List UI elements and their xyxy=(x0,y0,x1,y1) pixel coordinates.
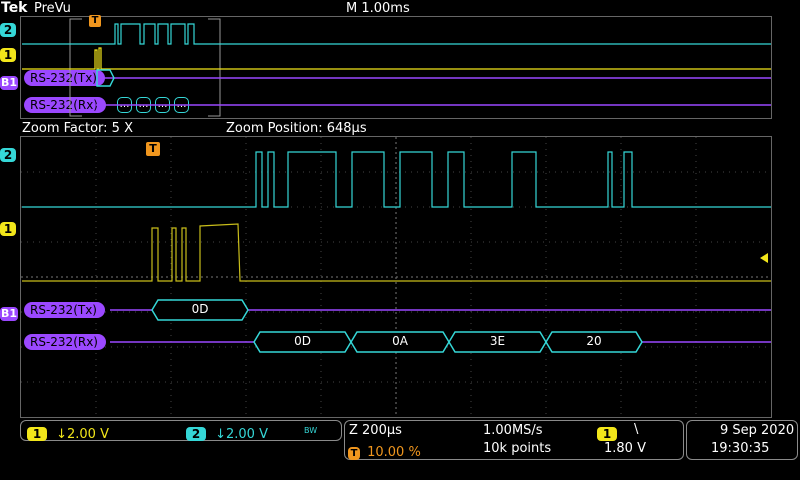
zoom-b1-marker[interactable]: B1 xyxy=(0,307,18,321)
zoom-tx-bus-label[interactable]: RS-232(Tx) xyxy=(24,302,105,318)
zoom-ch1-marker[interactable]: 1 xyxy=(0,218,16,237)
horizontal-trigger-panel[interactable] xyxy=(344,420,684,460)
trigger-source[interactable]: 1 xyxy=(597,423,617,442)
rx-packet-label: 0D xyxy=(294,334,311,348)
overview-tx-bus-label[interactable]: RS-232(Tx) xyxy=(24,70,105,86)
sample-rate: 1.00MS/s xyxy=(483,423,543,438)
overview-b1-marker[interactable]: B1 xyxy=(0,76,18,90)
zoom-trigger-marker[interactable]: T xyxy=(146,142,160,156)
zoom-rx-bus-label[interactable]: RS-232(Rx) xyxy=(24,334,106,350)
zoom-ch2-marker[interactable]: 2 xyxy=(0,144,16,163)
brand-logo: Tek xyxy=(1,0,28,16)
date: 9 Sep 2020 xyxy=(720,423,795,438)
overview-rx-bus-label[interactable]: RS-232(Rx) xyxy=(24,97,106,113)
zoom-factor: Zoom Factor: 5 X xyxy=(22,121,133,136)
acquisition-mode: PreVu xyxy=(34,1,71,16)
zoom-position: Zoom Position: 648µs xyxy=(226,121,367,136)
rx-packet-label: 3E xyxy=(489,334,506,348)
timebase-readout: M 1.00ms xyxy=(346,1,410,16)
rx-packet-label: 0A xyxy=(392,334,408,348)
overview-trigger-marker[interactable]: T xyxy=(89,15,101,27)
overview-graticule[interactable] xyxy=(20,16,772,119)
date-time-panel xyxy=(686,420,798,460)
ch1-scale[interactable]: 1 ↓2.00 V xyxy=(27,423,109,442)
trigger-position[interactable]: T 10.00 % xyxy=(348,441,421,460)
trigger-slope-icon[interactable]: \ xyxy=(634,422,639,437)
time: 19:30:35 xyxy=(711,441,770,456)
record-length: 10k points xyxy=(483,441,552,456)
ch2-scale[interactable]: 2 ↓2.00 V xyxy=(186,423,268,442)
trigger-level[interactable]: 1.80 V xyxy=(604,441,646,456)
overview-ch1-marker[interactable]: 1 xyxy=(0,44,16,63)
zoom-scale[interactable]: Z 200µs xyxy=(349,423,402,438)
overview-ch2-marker[interactable]: 2 xyxy=(0,19,16,38)
rx-packet-label: 20 xyxy=(586,334,602,348)
bandwidth-limit-indicator: BW xyxy=(304,426,318,435)
vertical-settings-panel[interactable] xyxy=(20,420,342,441)
tx-packet-label: 0D xyxy=(191,302,209,316)
zoom-graticule[interactable] xyxy=(20,136,772,418)
